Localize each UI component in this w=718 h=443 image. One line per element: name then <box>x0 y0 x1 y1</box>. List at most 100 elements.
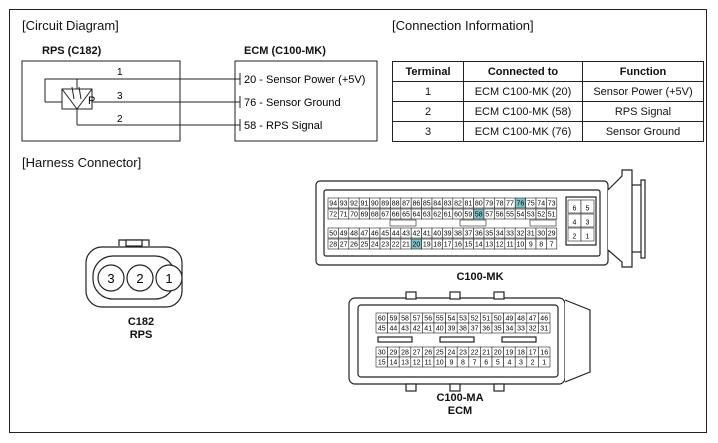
mk-pin: 64 <box>413 212 421 219</box>
ma-pin-cell <box>538 322 551 334</box>
mk-pin: 93 <box>340 201 348 208</box>
mk-key-slot <box>529 219 557 227</box>
ma-pin: 59 <box>390 316 398 323</box>
ma-pin: 57 <box>413 316 421 323</box>
ecm-pin-76-label: 76 - Sensor Ground <box>244 97 341 109</box>
ma-pin: 60 <box>378 316 386 323</box>
sensor-p-label: P <box>88 95 95 107</box>
mk-pin: 75 <box>527 201 535 208</box>
mk-side-pin: 3 <box>586 220 590 227</box>
mk-pin: 67 <box>381 212 389 219</box>
mk-pin: 42 <box>413 231 421 238</box>
ma-pin: 23 <box>459 350 467 357</box>
ma-pin: 27 <box>413 350 421 357</box>
mk-pin: 43 <box>402 231 410 238</box>
ma-pin: 15 <box>378 360 386 367</box>
mk-pin: 60 <box>454 212 462 219</box>
circuit-diagram-heading: [Circuit Diagram] <box>22 18 119 33</box>
mk-pin: 30 <box>537 231 545 238</box>
mk-pin: 19 <box>423 242 431 249</box>
ma-pin: 9 <box>449 360 453 367</box>
c182-pin-2: 2 <box>136 271 143 286</box>
mk-pin: 76 <box>517 201 525 208</box>
mk-pin: 44 <box>392 231 400 238</box>
mk-side-pin: 5 <box>586 206 590 213</box>
mk-pin: 61 <box>444 212 452 219</box>
ma-pin: 3 <box>519 360 523 367</box>
ma-pin: 18 <box>517 350 525 357</box>
mk-pin: 87 <box>402 201 410 208</box>
mk-pin: 16 <box>454 242 462 249</box>
ma-pin: 37 <box>471 326 479 333</box>
mk-pin: 28 <box>329 242 337 249</box>
c182-label: C182 RPS <box>116 316 166 342</box>
mk-side-pin-cell <box>580 199 595 214</box>
mk-pin: 91 <box>361 201 369 208</box>
mk-pin: 54 <box>517 212 525 219</box>
mk-pin: 47 <box>361 231 369 238</box>
mk-side-pin-cell <box>580 213 595 228</box>
ma-pin: 53 <box>459 316 467 323</box>
rps-box <box>21 60 181 142</box>
mk-pin: 84 <box>433 201 441 208</box>
mk-pin: 45 <box>381 231 389 238</box>
ma-pin: 33 <box>517 326 525 333</box>
mk-pin: 26 <box>350 242 358 249</box>
mk-pin: 17 <box>444 242 452 249</box>
mk-pin: 34 <box>496 231 504 238</box>
rps-pin-1: 1 <box>117 67 123 78</box>
mk-pin: 37 <box>465 231 473 238</box>
ma-pin: 10 <box>436 360 444 367</box>
ma-pin: 34 <box>506 326 514 333</box>
ecm-pin-58-label: 58 - RPS Signal <box>244 120 322 132</box>
mk-pin: 27 <box>340 242 348 249</box>
mk-pin: 32 <box>517 231 525 238</box>
mk-pin: 50 <box>329 231 337 238</box>
mk-pin: 21 <box>402 242 410 249</box>
mk-pin: 68 <box>371 212 379 219</box>
ma-pin: 24 <box>448 350 456 357</box>
ecm-box <box>234 60 378 142</box>
table-row: 3 ECM C100-MK (76) Sensor Ground <box>392 121 704 142</box>
cell-function: RPS Signal <box>582 101 704 122</box>
mk-pin: 39 <box>444 231 452 238</box>
ma-pin: 54 <box>448 316 456 323</box>
circuit-wires <box>77 73 241 131</box>
ma-pin: 31 <box>540 326 548 333</box>
mk-pin: 73 <box>548 201 556 208</box>
mk-pin: 53 <box>527 212 535 219</box>
table-row: 1 ECM C100-MK (20) Sensor Power (+5V) <box>392 81 704 102</box>
ma-pin: 42 <box>413 326 421 333</box>
ma-pin: 25 <box>436 350 444 357</box>
sensor-symbol <box>44 78 93 125</box>
ma-pin: 1 <box>542 360 546 367</box>
harness-connector-heading: [Harness Connector] <box>22 155 142 170</box>
mk-key-slot <box>459 219 487 227</box>
mk-pin: 49 <box>340 231 348 238</box>
c182-sub: RPS <box>129 329 153 341</box>
mk-pin: 79 <box>485 201 493 208</box>
mk-pin: 40 <box>433 231 441 238</box>
mk-pin: 46 <box>371 231 379 238</box>
mk-pin: 70 <box>350 212 358 219</box>
mk-pin-cell <box>546 238 558 250</box>
mk-pin: 25 <box>361 242 369 249</box>
mk-pin: 66 <box>392 212 400 219</box>
ma-pin: 55 <box>436 316 444 323</box>
ma-pin: 26 <box>424 350 432 357</box>
cell-function: Sensor Ground <box>582 121 704 142</box>
c100-ma-label: C100-MA ECM <box>420 392 500 418</box>
c100-ma-name: C100-MA <box>436 392 484 404</box>
ma-pin: 39 <box>448 326 456 333</box>
mk-pin: 72 <box>329 212 337 219</box>
connection-info-heading: [Connection Information] <box>392 18 534 33</box>
ma-pin: 43 <box>401 326 409 333</box>
connection-table: Terminal Connected to Function 1 ECM C10… <box>392 61 704 142</box>
mk-pin: 55 <box>506 212 514 219</box>
ma-pin: 38 <box>459 326 467 333</box>
mk-pin: 18 <box>433 242 441 249</box>
